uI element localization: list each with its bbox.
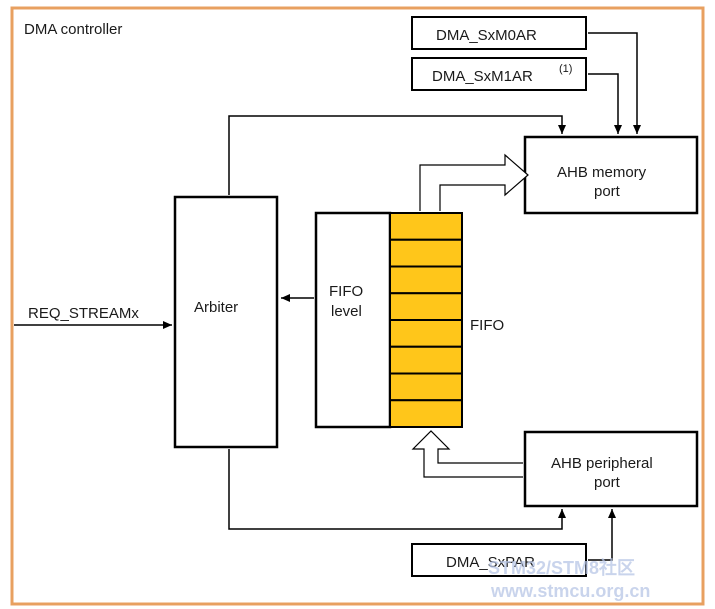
m0ar-to-memory-port-line — [588, 32, 641, 134]
arbiter-to-peripheral-port-line — [228, 449, 566, 530]
watermark-line-1: STM32/STM8社区 — [488, 557, 635, 578]
fifo-cell — [389, 399, 463, 428]
arbiter-block: Arbiter — [173, 195, 279, 449]
ahb-memory-port-label-2: port — [594, 183, 621, 200]
diagram-title: DMA controller — [24, 21, 122, 38]
fifo-to-memory-port-hollow-arrow — [419, 153, 529, 211]
register-m0ar-label: DMA_SxM0AR — [436, 27, 537, 44]
fifo-cell — [389, 319, 463, 348]
fifo-level-label-2: level — [331, 303, 362, 320]
register-m1ar-footnote: (1) — [559, 63, 572, 75]
arbiter-to-memory-port-line — [228, 115, 566, 195]
par-to-peripheral-port-line — [588, 509, 616, 561]
register-m1ar-label: DMA_SxM1AR — [432, 68, 533, 85]
fifo-level-block: FIFO level — [314, 211, 392, 429]
ahb-peripheral-port-label-2: port — [594, 474, 621, 491]
fifo-cell — [389, 345, 463, 375]
fifo-cell — [389, 212, 463, 241]
req-stream-label: REQ_STREAMx — [28, 305, 139, 322]
register-par-box: DMA_SxPAR — [411, 543, 587, 577]
fifo-label: FIFO — [470, 317, 504, 334]
peripheral-port-to-fifo-hollow-arrow — [411, 430, 523, 478]
register-m0ar-box: DMA_SxM0AR — [411, 16, 587, 50]
register-m1ar-box: DMA_SxM1AR (1) — [411, 57, 587, 91]
ahb-peripheral-port-block: AHB peripheral port — [523, 430, 699, 508]
req-stream-signal: REQ_STREAMx — [14, 305, 172, 329]
watermark-line-2: www.stmcu.org.cn — [490, 581, 650, 601]
fifo-cell — [389, 372, 463, 402]
ahb-memory-port-label-1: AHB memory — [557, 164, 647, 181]
register-par-label: DMA_SxPAR — [446, 554, 535, 571]
watermark: STM32/STM8社区 www.stmcu.org.cn — [488, 557, 650, 601]
fifo-cell — [389, 238, 463, 268]
ahb-peripheral-port-label-1: AHB peripheral — [551, 455, 653, 472]
fifo-cell — [389, 292, 463, 321]
ahb-memory-port-block: AHB memory port — [523, 135, 699, 215]
m1ar-to-memory-port-line — [588, 73, 622, 134]
fifo-stack — [389, 212, 463, 428]
fifo-level-label-1: FIFO — [329, 283, 363, 300]
arbiter-label: Arbiter — [194, 299, 238, 316]
fifo-cell — [389, 265, 463, 295]
